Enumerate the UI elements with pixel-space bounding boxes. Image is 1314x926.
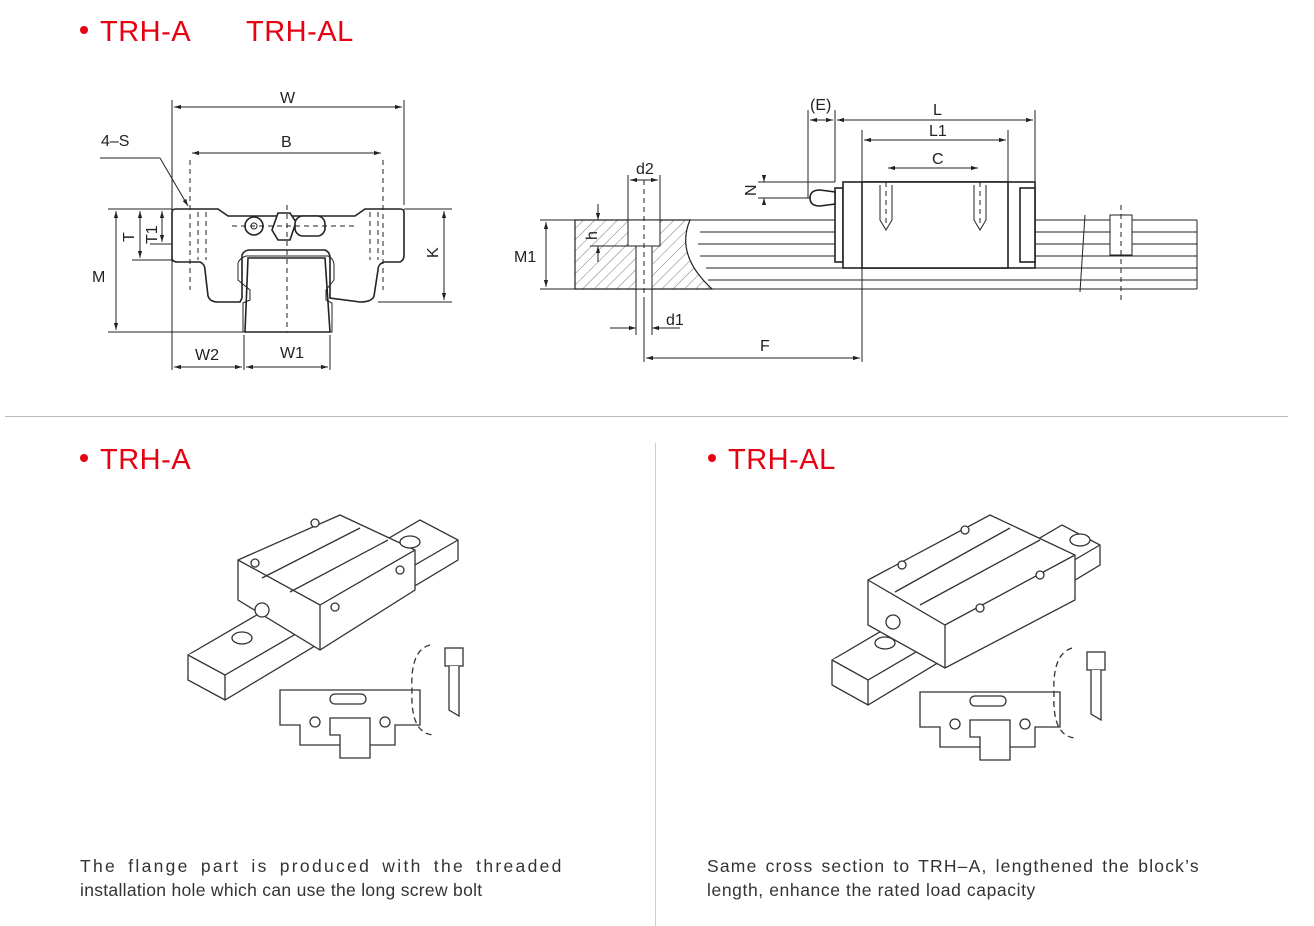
front-view-drawing: W B 4–S M T T1 K W2 W1 [92, 90, 452, 370]
dim-label-w1: W1 [280, 345, 304, 362]
title-text: TRH-A [100, 444, 192, 476]
vertical-divider [655, 443, 656, 926]
dim-label-k: K [425, 247, 442, 258]
dim-label-t: T [121, 232, 138, 242]
illustration-trh-a [187, 514, 464, 759]
dim-label-c: C [932, 151, 944, 168]
description-trh-a: The flange part is produced with the thr… [80, 854, 564, 902]
dim-label-n: N [743, 184, 760, 196]
dim-label-f: F [760, 338, 770, 355]
dim-label-w: W [280, 90, 296, 107]
description-line: installation hole which can use the long… [80, 880, 483, 900]
dim-label-d1: d1 [666, 312, 684, 329]
description-line: Same cross section to TRH–A, lengthened … [707, 856, 1200, 876]
model-title-trh-al: TRH-AL [246, 16, 354, 49]
dim-label-w2: W2 [195, 347, 219, 364]
dim-label-m1: M1 [514, 249, 536, 266]
horizontal-divider [5, 416, 1288, 417]
title-text: TRH-AL [246, 16, 354, 48]
dim-label-t1: T1 [144, 225, 161, 244]
dim-label-l1: L1 [929, 123, 947, 140]
dim-label-e: (E) [810, 97, 831, 114]
illustration-trh-al [831, 514, 1106, 761]
dim-label-s: 4–S [101, 133, 129, 150]
bullet-icon [708, 454, 716, 463]
section-title-trh-al: TRH-AL [708, 444, 836, 477]
dim-label-m: M [92, 269, 105, 286]
dim-label-b: B [281, 134, 292, 151]
description-trh-al: Same cross section to TRH–A, lengthened … [707, 854, 1200, 902]
dim-label-l: L [933, 102, 942, 119]
dim-label-d2: d2 [636, 161, 654, 178]
side-view-drawing: (E) L L1 C N d2 h M1 d1 F [514, 97, 1198, 362]
title-text: TRH-A [100, 16, 192, 48]
model-title-trh-a: TRH-A [80, 16, 191, 49]
dim-label-h: h [584, 231, 601, 240]
description-line: The flange part is produced with the thr… [80, 856, 564, 876]
title-text: TRH-AL [728, 444, 836, 476]
description-line: length, enhance the rated load capacity [707, 880, 1036, 900]
section-title-trh-a: TRH-A [80, 444, 191, 477]
bullet-icon [80, 26, 88, 35]
bullet-icon [80, 454, 88, 463]
